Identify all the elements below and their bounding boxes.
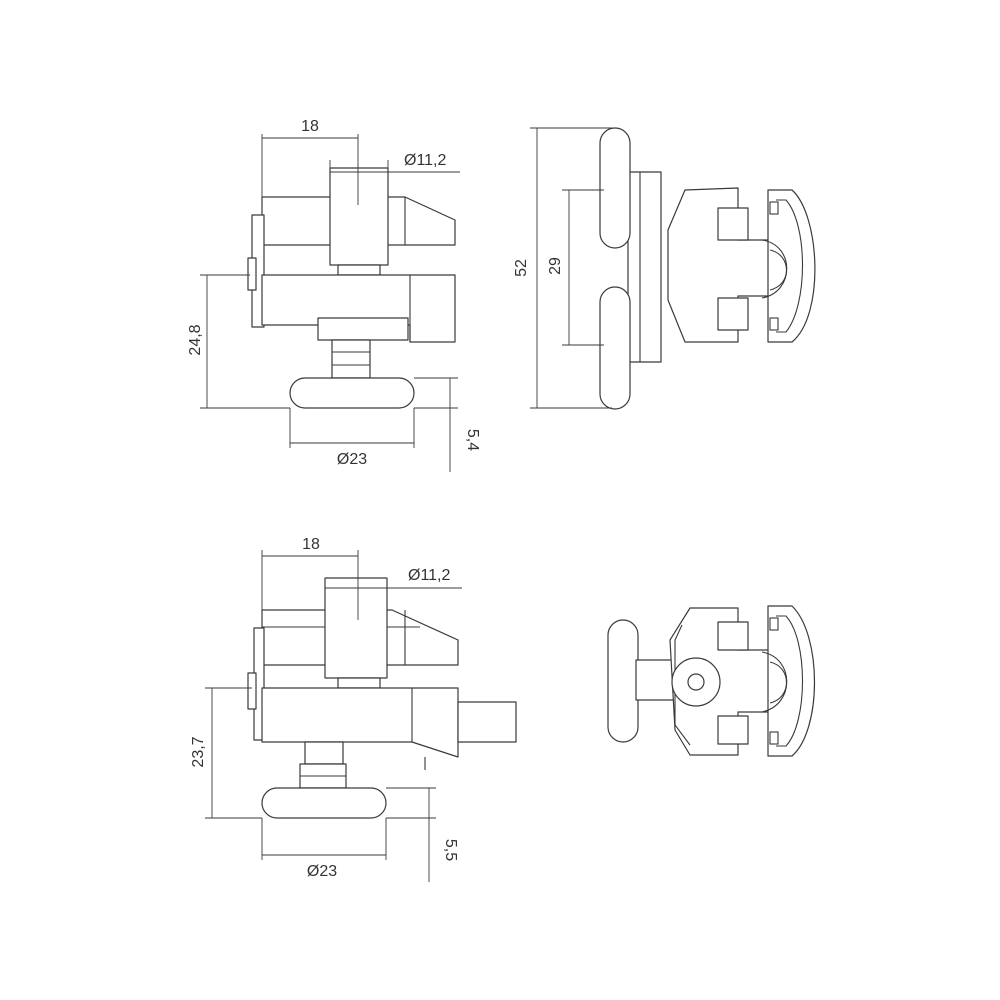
end-cap <box>767 189 816 343</box>
dim-inner-label: 29 <box>547 257 564 275</box>
lower-notch <box>717 297 749 331</box>
dim-height-2-label: 23,7 <box>190 736 207 767</box>
neck-2 <box>337 677 381 689</box>
front-view-top: 18 Ø11,2 24,8 Ø23 5,4 <box>187 118 481 472</box>
neck <box>337 264 381 276</box>
small-tab-2 <box>247 672 257 710</box>
side-view-bottom <box>607 605 816 757</box>
pivot-hole <box>687 673 705 691</box>
dim-overall: 52 <box>513 127 612 409</box>
end-cap-2 <box>767 605 816 757</box>
knob <box>289 377 415 409</box>
single-lobe <box>607 619 639 743</box>
upper-lobe <box>599 127 631 249</box>
dim-width-label: 18 <box>301 118 319 135</box>
upper-notch <box>717 207 749 241</box>
dim-height-2: 23,7 <box>190 687 262 819</box>
dim-height-label: 24,8 <box>187 324 204 355</box>
dim-bore: Ø11,2 <box>329 152 460 180</box>
dim-overall-label: 52 <box>513 259 530 277</box>
front-view-bottom: 18 Ø11,2 23,7 Ø23 5,5 <box>190 536 517 882</box>
dim-knob-diameter-2: Ø23 <box>261 818 387 880</box>
side-view-top: 52 29 <box>513 127 816 410</box>
dim-height: 24,8 <box>187 274 290 409</box>
side-plate <box>627 171 662 363</box>
small-tab <box>247 257 257 291</box>
dim-knob-thickness: 5,4 <box>414 377 481 472</box>
dim-bore-2: Ø11,2 <box>324 567 462 589</box>
dim-knob-diameter-label: Ø23 <box>337 451 367 468</box>
screw-stem <box>317 317 409 341</box>
lower-notch-2 <box>717 715 749 745</box>
dim-width: 18 <box>261 118 359 205</box>
dim-bore-label: Ø11,2 <box>404 152 447 169</box>
screw-stem-2 <box>304 741 344 765</box>
dim-knob-thickness-label: 5,4 <box>464 429 481 451</box>
screw-shaft <box>331 339 371 379</box>
dim-bore-2-label: Ø11,2 <box>408 567 451 584</box>
dim-knob-diameter: Ø23 <box>289 408 415 468</box>
dim-width-2: 18 <box>261 536 359 620</box>
center-block <box>329 167 389 266</box>
dim-inner: 29 <box>547 189 604 346</box>
dim-knob-thickness-2-label: 5,5 <box>442 839 459 861</box>
dim-knob-thickness-2: 5,5 <box>386 787 459 882</box>
knob-2 <box>261 787 387 819</box>
dim-knob-diameter-2-label: Ø23 <box>307 863 337 880</box>
center-block-2 <box>324 577 388 679</box>
upper-notch-2 <box>717 621 749 651</box>
shaft-extension <box>457 701 517 743</box>
lower-jaw-2 <box>261 687 459 758</box>
lower-lobe <box>599 286 631 410</box>
dim-width-2-label: 18 <box>302 536 320 553</box>
